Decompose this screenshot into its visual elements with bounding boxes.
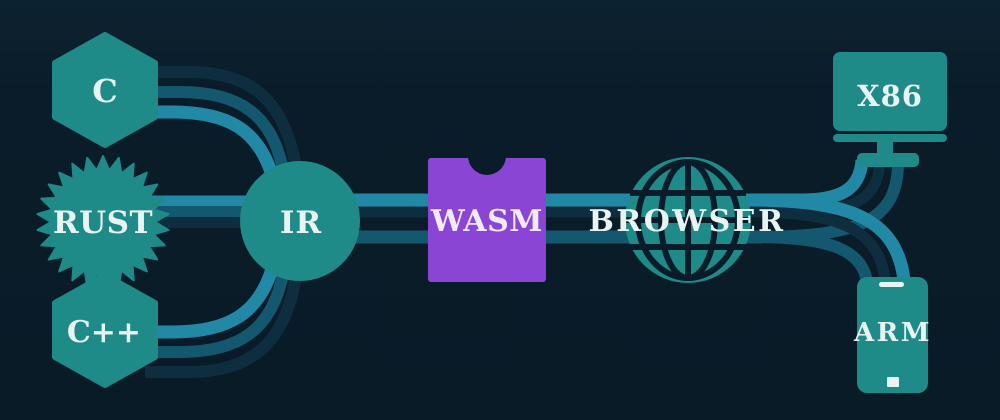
rust-label: RUST bbox=[53, 205, 153, 241]
pipe-cpp-to-ir bbox=[145, 266, 302, 378]
hexagon-icon bbox=[52, 272, 158, 388]
node-c: C bbox=[52, 32, 158, 148]
node-ir: IR bbox=[240, 161, 360, 281]
hexagon-icon bbox=[52, 32, 158, 148]
globe-grid bbox=[626, 159, 750, 281]
browser-label: BROWSER bbox=[588, 204, 785, 239]
pipe-browser-to-arm bbox=[747, 193, 912, 295]
x86-label: X86 bbox=[857, 79, 923, 113]
cpp-label: C++ bbox=[67, 315, 141, 350]
wasm-label: WASM bbox=[430, 204, 543, 239]
node-browser: BROWSER bbox=[588, 157, 785, 283]
node-wasm: WASM bbox=[428, 137, 546, 282]
phone-home-button bbox=[887, 377, 899, 387]
node-rust: RUST bbox=[36, 155, 170, 289]
monitor-stand-tray bbox=[857, 153, 919, 167]
c-label: C bbox=[92, 72, 117, 110]
monitor-screen bbox=[833, 52, 947, 131]
phone-body bbox=[857, 277, 928, 393]
pipe-rust-to-ir bbox=[148, 195, 256, 228]
node-x86: X86 bbox=[833, 52, 947, 167]
arm-label: ARM bbox=[853, 318, 932, 348]
package-notch bbox=[468, 137, 506, 175]
package-icon bbox=[428, 158, 546, 282]
pipe-c-to-ir bbox=[145, 66, 302, 178]
phone-speaker bbox=[879, 282, 904, 287]
ir-label: IR bbox=[280, 205, 322, 241]
monitor-base-bar bbox=[833, 134, 947, 142]
circle-icon bbox=[240, 161, 360, 281]
node-cpp: C++ bbox=[52, 272, 158, 388]
node-arm: ARM bbox=[853, 277, 932, 393]
